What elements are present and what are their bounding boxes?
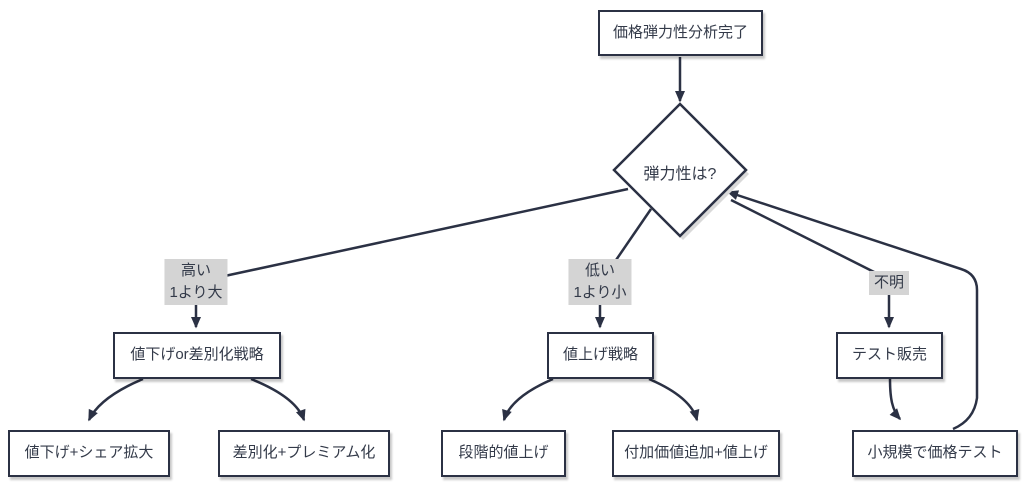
- node-strategy-high: 値下げor差別化戦略: [113, 332, 281, 379]
- node-start-label: 価格弾力性分析完了: [612, 23, 748, 41]
- edge-decision-to-high-label: [219, 187, 629, 279]
- node-outcome-small-test-label: 小規模で価格テスト: [867, 444, 1003, 462]
- node-strategy-unknown-label: テスト販売: [851, 346, 927, 364]
- edge-test-sales-to-small-test: [888, 378, 901, 421]
- node-outcome-stepwise: 段階的値上げ: [441, 430, 566, 477]
- node-outcome-premium-label: 差別化+プレミアム化: [232, 444, 376, 462]
- decision-label: 弾力性は?: [643, 166, 717, 183]
- node-start: 価格弾力性分析完了: [598, 10, 763, 56]
- edge-decision-to-low-label: [612, 208, 653, 264]
- edge-label-high: 高い 1より大: [164, 259, 228, 305]
- decision-diamond: [612, 102, 748, 238]
- edge-strategy-low-to-value-add: [648, 377, 700, 422]
- edge-small-test-feedback-to-decision: [726, 190, 979, 431]
- node-outcome-share-label: 値下げ+シェア拡大: [24, 444, 154, 462]
- node-outcome-value-add-label: 付加価値追加+値上げ: [624, 444, 768, 462]
- node-outcome-premium: 差別化+プレミアム化: [218, 430, 390, 477]
- node-strategy-low-label: 値上げ戦略: [562, 346, 638, 364]
- node-outcome-stepwise-label: 段階的値上げ: [458, 444, 549, 462]
- edge-strategy-high-to-premium: [250, 377, 306, 422]
- node-strategy-unknown: テスト販売: [836, 332, 943, 379]
- edge-decision-to-unknown-label: [730, 198, 885, 279]
- node-outcome-small-test: 小規模で価格テスト: [852, 430, 1018, 477]
- node-strategy-low: 値上げ戦略: [547, 332, 654, 379]
- edge-label-unknown: 不明: [868, 271, 910, 295]
- edge-label-low: 低い 1より小: [568, 259, 632, 305]
- edge-strategy-low-to-stepwise: [502, 377, 554, 422]
- node-outcome-share: 値下げ+シェア拡大: [8, 430, 170, 477]
- edge-strategy-high-to-share: [87, 377, 144, 422]
- node-outcome-value-add: 付加価値追加+値上げ: [612, 430, 780, 477]
- node-strategy-high-label: 値下げor差別化戦略: [130, 346, 264, 364]
